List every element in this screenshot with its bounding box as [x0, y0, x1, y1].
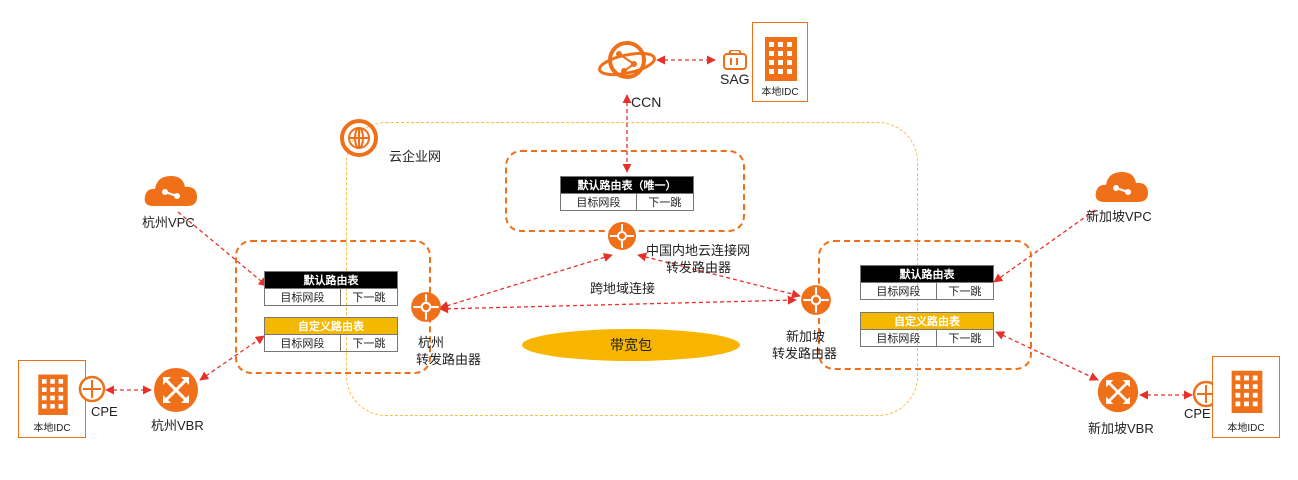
cpe-icon: [78, 375, 106, 403]
sg-vpc-label: 新加坡VPC: [1086, 209, 1152, 224]
col-dest: 目标网段: [560, 193, 637, 211]
hz-default-route-table: 默认路由表 目标网段下一跳: [264, 271, 399, 306]
table-title: 默认路由表: [264, 271, 398, 289]
hz-vbr-label: 杭州VBR: [151, 418, 204, 433]
building-icon: [38, 374, 68, 415]
cloud-icon: [143, 172, 199, 210]
cloud-icon: [1094, 168, 1150, 206]
col-nexthop: 下一跳: [339, 334, 399, 352]
idc-label: 本地IDC: [33, 423, 71, 434]
col-dest: 目标网段: [264, 334, 341, 352]
hz-idc: 本地IDC: [18, 360, 86, 438]
hz-vpc-link: [177, 211, 268, 287]
bandwidth-package-label: 带宽包: [610, 337, 652, 353]
idc-label: 本地IDC: [761, 87, 799, 98]
col-dest: 目标网段: [860, 282, 937, 300]
sg-router-label-1: 新加坡: [786, 329, 826, 344]
sg-vbr-link: [995, 331, 1099, 381]
sg-router-group: [818, 240, 1032, 370]
sag-label: SAG: [720, 71, 750, 87]
hz-router-group: [235, 240, 431, 374]
china-default-route-table: 默认路由表（唯一） 目标网段下一跳: [560, 176, 695, 211]
china-router-label-2: 转发路由器: [666, 260, 732, 275]
building-icon: [1231, 370, 1263, 413]
col-nexthop: 下一跳: [935, 329, 995, 347]
top-idc: 本地IDC: [752, 22, 808, 102]
sg-custom-route-table: 自定义路由表 目标网段下一跳: [860, 312, 995, 347]
hz-sg-router-link: [439, 295, 797, 314]
table-title: 自定义路由表: [860, 312, 994, 330]
table-title: 默认路由表（唯一）: [560, 176, 694, 194]
col-nexthop: 下一跳: [935, 282, 995, 300]
building-icon: [765, 37, 797, 81]
china-router-label-1: 中国内地云连接网: [646, 243, 751, 258]
col-dest: 目标网段: [264, 288, 341, 306]
china-router-icon: [606, 220, 638, 252]
hz-cpe-label: CPE: [91, 404, 118, 419]
sag-icon: [721, 49, 749, 72]
sg-vbr-label: 新加坡VBR: [1088, 421, 1154, 436]
hz-vbr-link: [199, 335, 265, 381]
col-dest: 目标网段: [860, 329, 937, 347]
sg-router-label-2: 转发路由器: [772, 346, 838, 361]
hz-router-icon: [409, 290, 443, 324]
cen-icon: [338, 117, 380, 159]
bandwidth-package: 带宽包: [522, 329, 740, 361]
sg-idc: 本地IDC: [1212, 356, 1280, 438]
sg-default-route-table: 默认路由表 目标网段下一跳: [860, 265, 995, 300]
col-nexthop: 下一跳: [635, 193, 695, 211]
hz-vpc-label: 杭州VPC: [142, 215, 195, 230]
cross-region-label: 跨地域连接: [590, 281, 656, 296]
ccn-label: CCN: [631, 94, 662, 110]
cen-label: 云企业网: [389, 149, 442, 164]
hz-custom-route-table: 自定义路由表 目标网段下一跳: [264, 317, 399, 352]
table-title: 自定义路由表: [264, 317, 398, 335]
ccn-icon: [598, 34, 656, 86]
table-title: 默认路由表: [860, 265, 994, 283]
sg-vbr-icon: [1096, 370, 1140, 414]
hz-router-label-2: 转发路由器: [416, 352, 482, 367]
sg-router-icon: [799, 283, 833, 317]
idc-label: 本地IDC: [1227, 423, 1265, 434]
col-nexthop: 下一跳: [339, 288, 399, 306]
hz-router-label-1: 杭州: [418, 335, 445, 350]
sg-cpe-label: CPE: [1184, 406, 1211, 421]
hz-vbr-icon: [152, 366, 200, 414]
